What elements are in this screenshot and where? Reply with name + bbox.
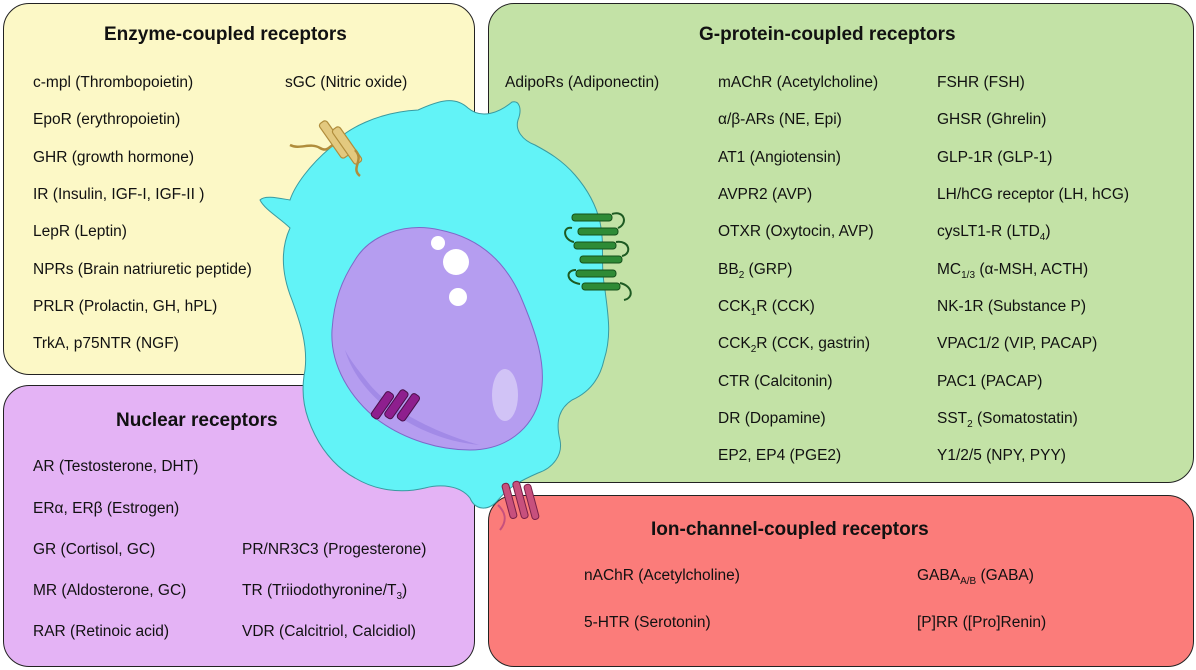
list-item: BB2 (GRP) bbox=[718, 261, 793, 282]
list-item: PRLR (Prolactin, GH, hPL) bbox=[33, 298, 218, 315]
list-item: GLP-1R (GLP-1) bbox=[937, 149, 1053, 166]
list-item: RAR (Retinoic acid) bbox=[33, 623, 170, 640]
list-item: TrkA, p75NTR (NGF) bbox=[33, 335, 179, 352]
list-item: ERα, ERβ (Estrogen) bbox=[33, 500, 180, 517]
list-item: EP2, EP4 (PGE2) bbox=[718, 447, 842, 464]
list-item: VDR (Calcitriol, Calcidiol) bbox=[242, 623, 416, 640]
list-item: mAChR (Acetylcholine) bbox=[718, 74, 879, 91]
list-item: AR (Testosterone, DHT) bbox=[33, 458, 199, 475]
list-item: α/β-ARs (NE, Epi) bbox=[718, 111, 842, 128]
ion-channel-panel: Ion-channel-coupled receptors bbox=[488, 495, 1194, 667]
list-item: GABAA/B (GABA) bbox=[917, 567, 1034, 588]
list-item: GHSR (Ghrelin) bbox=[937, 111, 1047, 128]
list-item: PR/NR3C3 (Progesterone) bbox=[242, 541, 427, 558]
list-item: LepR (Leptin) bbox=[33, 223, 127, 240]
list-item: LH/hCG receptor (LH, hCG) bbox=[937, 186, 1130, 203]
list-item: GR (Cortisol, GC) bbox=[33, 541, 156, 558]
list-item: MC1/3 (α-MSH, ACTH) bbox=[937, 261, 1089, 282]
list-item: NPRs (Brain natriuretic peptide) bbox=[33, 261, 252, 278]
list-item: SST2 (Somatostatin) bbox=[937, 410, 1078, 431]
enzyme-panel-title: Enzyme-coupled receptors bbox=[104, 24, 347, 45]
ion-panel-title: Ion-channel-coupled receptors bbox=[651, 519, 929, 540]
list-item: AT1 (Angiotensin) bbox=[718, 149, 841, 166]
list-item: AdipoRs (Adiponectin) bbox=[505, 74, 660, 91]
list-item: nAChR (Acetylcholine) bbox=[584, 567, 740, 584]
nuclear-panel-title: Nuclear receptors bbox=[116, 410, 278, 431]
list-item: GHR (growth hormone) bbox=[33, 149, 195, 166]
list-item: EpoR (erythropoietin) bbox=[33, 111, 181, 128]
list-item: CCK1R (CCK) bbox=[718, 298, 815, 319]
list-item: OTXR (Oxytocin, AVP) bbox=[718, 223, 874, 240]
list-item: VPAC1/2 (VIP, PACAP) bbox=[937, 335, 1098, 352]
list-item: [P]RR ([Pro]Renin) bbox=[917, 614, 1047, 631]
list-item: c-mpl (Thrombopoietin) bbox=[33, 74, 194, 91]
list-item: MR (Aldosterone, GC) bbox=[33, 582, 187, 599]
list-item: NK-1R (Substance P) bbox=[937, 298, 1087, 315]
list-item: DR (Dopamine) bbox=[718, 410, 826, 427]
list-item: PAC1 (PACAP) bbox=[937, 373, 1043, 390]
list-item: Y1/2/5 (NPY, PYY) bbox=[937, 447, 1066, 464]
list-item: IR (Insulin, IGF-I, IGF-II ) bbox=[33, 186, 205, 203]
list-item: cysLT1-R (LTD4) bbox=[937, 223, 1051, 244]
list-item: sGC (Nitric oxide) bbox=[285, 74, 408, 91]
list-item: AVPR2 (AVP) bbox=[718, 186, 813, 203]
gpcr-panel-title: G-protein-coupled receptors bbox=[699, 24, 956, 45]
list-item: CTR (Calcitonin) bbox=[718, 373, 833, 390]
list-item: CCK2R (CCK, gastrin) bbox=[718, 335, 870, 356]
list-item: 5-HTR (Serotonin) bbox=[584, 614, 711, 631]
list-item: FSHR (FSH) bbox=[937, 74, 1025, 91]
list-item: TR (Triiodothyronine/T3) bbox=[242, 582, 408, 603]
nuclear-panel: Nuclear receptors bbox=[3, 385, 475, 667]
